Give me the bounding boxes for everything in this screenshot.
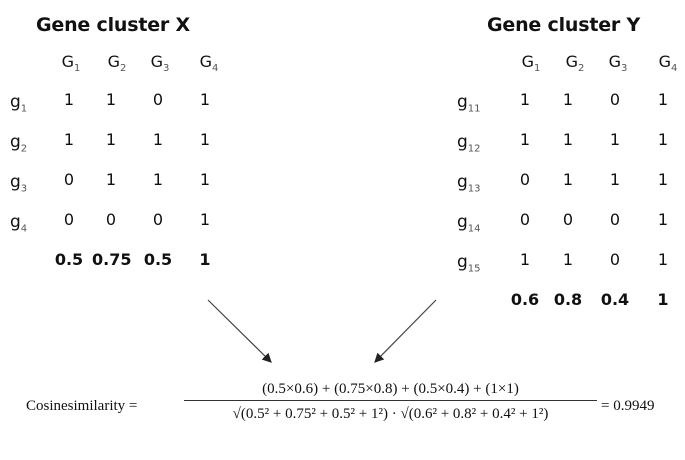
- matrix-cell: 0: [519, 210, 531, 229]
- average-value: 0.5: [143, 250, 173, 269]
- average-value: 1: [657, 290, 669, 309]
- cluster-y-col-g2: G2: [565, 52, 585, 75]
- formula-label: Cosinesimilarity =: [26, 398, 138, 414]
- matrix-cell: 1: [199, 130, 211, 149]
- matrix-cell: 1: [657, 90, 669, 109]
- row-label: g1: [10, 92, 28, 115]
- row-label: g11: [457, 92, 481, 115]
- matrix-cell: 0: [609, 90, 621, 109]
- formula-fraction: (0.5×0.6) + (0.75×0.8) + (0.5×0.4) + (1×…: [184, 378, 597, 425]
- row-label: g13: [457, 172, 481, 195]
- matrix-cell: 1: [105, 130, 117, 149]
- matrix-cell: 1: [562, 90, 574, 109]
- formula-result: = 0.9949: [601, 398, 655, 414]
- row-label: g12: [457, 132, 481, 155]
- row-label: g2: [10, 132, 28, 155]
- average-value: 1: [199, 250, 211, 269]
- matrix-cell: 0: [63, 170, 75, 189]
- matrix-cell: 1: [609, 130, 621, 149]
- matrix-cell: 1: [63, 130, 75, 149]
- matrix-cell: 1: [199, 170, 211, 189]
- cluster-y-col-g3: G3: [608, 52, 628, 75]
- cluster-x-col-g2: G2: [107, 52, 127, 75]
- matrix-cell: 1: [562, 250, 574, 269]
- arrow-y-icon: [374, 299, 437, 363]
- cluster-y-col-g1: G1: [521, 52, 541, 75]
- matrix-cell: 1: [519, 90, 531, 109]
- matrix-cell: 0: [609, 210, 621, 229]
- matrix-cell: 1: [562, 130, 574, 149]
- formula-numerator: (0.5×0.6) + (0.75×0.8) + (0.5×0.4) + (1×…: [262, 381, 519, 397]
- average-value: 0.6: [510, 290, 540, 309]
- row-label: g14: [457, 212, 481, 235]
- matrix-cell: 1: [152, 170, 164, 189]
- matrix-cell: 1: [657, 130, 669, 149]
- matrix-cell: 0: [519, 170, 531, 189]
- matrix-cell: 1: [63, 90, 75, 109]
- cluster-x-col-g1: G1: [61, 52, 81, 75]
- row-label: g4: [10, 212, 28, 235]
- matrix-cell: 1: [199, 90, 211, 109]
- cluster-y-col-g4: G4: [658, 52, 678, 75]
- matrix-cell: 1: [105, 90, 117, 109]
- matrix-cell: 0: [562, 210, 574, 229]
- cluster-y-title: Gene cluster Y: [487, 14, 641, 36]
- matrix-cell: 0: [105, 210, 117, 229]
- cluster-x-col-g3: G3: [150, 52, 170, 75]
- matrix-cell: 1: [609, 170, 621, 189]
- average-value: 0.8: [553, 290, 583, 309]
- average-value: 0.5: [54, 250, 84, 269]
- matrix-cell: 1: [657, 210, 669, 229]
- matrix-cell: 1: [657, 170, 669, 189]
- row-label: g3: [10, 172, 28, 195]
- cluster-x-col-g4: G4: [199, 52, 219, 75]
- matrix-cell: 1: [562, 170, 574, 189]
- matrix-cell: 0: [152, 210, 164, 229]
- average-value: 0.75: [92, 250, 132, 269]
- matrix-cell: 1: [152, 130, 164, 149]
- matrix-cell: 0: [63, 210, 75, 229]
- arrow-x-icon: [207, 299, 272, 363]
- matrix-cell: 1: [199, 210, 211, 229]
- matrix-cell: 1: [519, 130, 531, 149]
- average-value: 0.4: [600, 290, 630, 309]
- matrix-cell: 1: [105, 170, 117, 189]
- matrix-cell: 1: [657, 250, 669, 269]
- matrix-cell: 0: [152, 90, 164, 109]
- formula-denominator: √(0.5² + 0.75² + 0.5² + 1²) · √(0.6² + 0…: [232, 406, 549, 422]
- row-label: g15: [457, 252, 481, 275]
- matrix-cell: 0: [609, 250, 621, 269]
- matrix-cell: 1: [519, 250, 531, 269]
- cluster-x-title: Gene cluster X: [36, 14, 190, 36]
